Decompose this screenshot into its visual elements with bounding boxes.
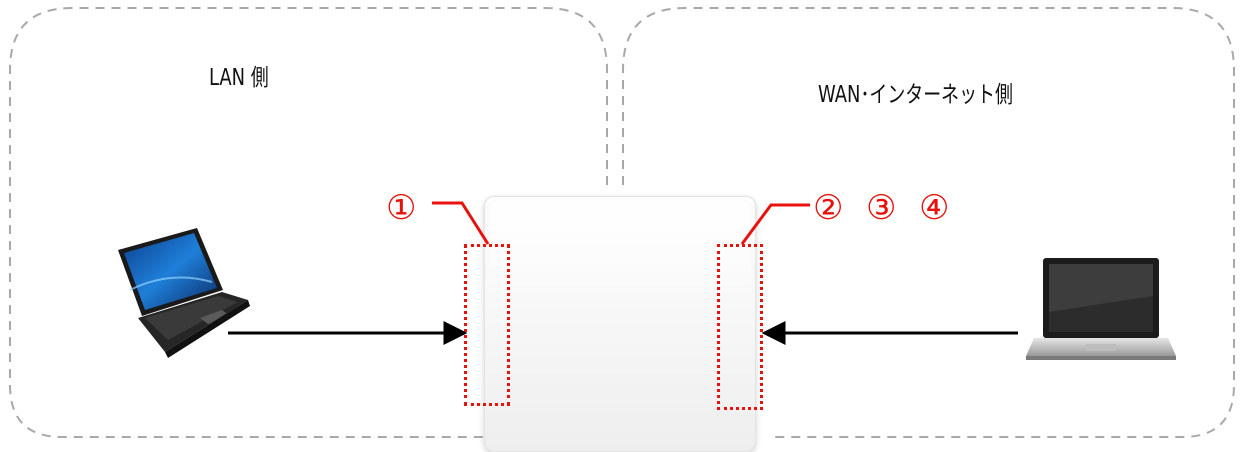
leader-line-left <box>432 201 490 245</box>
wan-port-highlight <box>717 244 763 410</box>
lan-zone-label: LAN 側 <box>209 65 269 91</box>
left-laptop-icon <box>118 228 250 358</box>
wan-zone-label: WAN･インターネット側 <box>818 82 1013 108</box>
callout-4: ④ <box>919 188 950 228</box>
right-laptop-icon <box>1026 258 1176 360</box>
router-icon <box>484 196 756 452</box>
callout-3: ③ <box>866 188 897 228</box>
wan-zone-outline <box>622 7 1235 438</box>
lan-zone-outline <box>9 7 608 438</box>
leader-line-right <box>740 203 810 245</box>
callout-1: ① <box>386 188 417 228</box>
callout-2: ② <box>813 188 844 228</box>
